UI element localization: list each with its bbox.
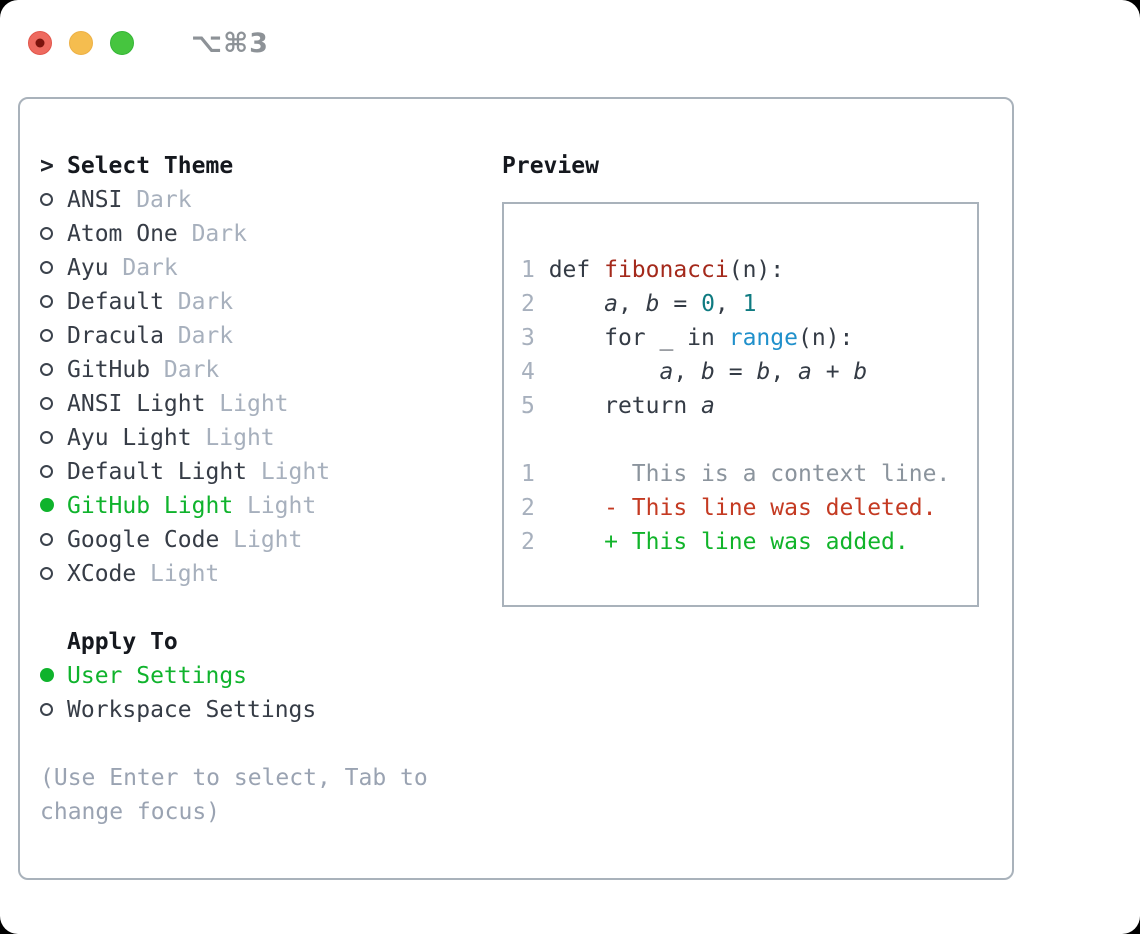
theme-option-ayu[interactable]: Ayu Dark bbox=[40, 251, 502, 285]
line-number: 2 bbox=[521, 291, 549, 317]
theme-name: Dracula bbox=[67, 323, 164, 349]
select-theme-header: > Select Theme bbox=[40, 149, 502, 183]
theme-name: ANSI Light bbox=[67, 391, 206, 417]
theme-variant-tag: Dark bbox=[163, 357, 220, 383]
line-number: 1 bbox=[521, 257, 549, 283]
radio-icon bbox=[40, 397, 53, 410]
close-button[interactable] bbox=[28, 31, 52, 55]
apply-option-user-settings[interactable]: User Settings bbox=[40, 659, 502, 693]
theme-option-default[interactable]: Default Dark bbox=[40, 285, 502, 319]
radio-icon bbox=[40, 567, 53, 580]
window-shortcut-label: ⌥⌘3 bbox=[191, 27, 269, 59]
theme-variant-tag: Dark bbox=[191, 221, 247, 247]
theme-option-ansi-light[interactable]: ANSI Light Light bbox=[40, 387, 502, 421]
theme-name: GitHub Light bbox=[67, 493, 234, 519]
theme-option-google-code[interactable]: Google Code Light bbox=[40, 523, 502, 557]
apply-option-label: User Settings bbox=[67, 663, 248, 689]
keyboard-hint: (Use Enter to select, Tab to change focu… bbox=[40, 765, 428, 825]
preview-title: Preview bbox=[502, 153, 599, 179]
select-theme-title: Select Theme bbox=[67, 153, 234, 179]
theme-name: Default bbox=[67, 289, 164, 315]
theme-variant-tag: Light bbox=[150, 561, 220, 587]
code-line: 2 a, b = 0, 1 bbox=[521, 291, 757, 317]
radio-icon bbox=[40, 193, 53, 206]
theme-option-ansi[interactable]: ANSI Dark bbox=[40, 183, 502, 217]
theme-variant-tag: Light bbox=[246, 493, 317, 519]
theme-name: XCode bbox=[67, 561, 137, 587]
radio-icon bbox=[40, 533, 53, 546]
theme-variant-tag: Dark bbox=[136, 187, 192, 213]
apply-option-label: Workspace Settings bbox=[67, 697, 317, 723]
line-number: 3 bbox=[521, 325, 549, 351]
code-line: 1 This is a context line. bbox=[521, 461, 951, 487]
line-number: 2 bbox=[521, 529, 549, 555]
theme-variant-tag: Light bbox=[219, 391, 289, 417]
radio-icon bbox=[40, 329, 53, 342]
theme-option-xcode[interactable]: XCode Light bbox=[40, 557, 502, 591]
theme-variant-tag: Dark bbox=[177, 323, 234, 349]
theme-name: ANSI bbox=[67, 187, 123, 213]
theme-name: Ayu bbox=[67, 255, 109, 281]
prompt-caret-icon: > bbox=[40, 153, 54, 179]
radio-selected-icon bbox=[40, 498, 54, 512]
apply-to-title: Apply To bbox=[67, 629, 178, 655]
code-line: 2 + This line was added. bbox=[521, 529, 909, 555]
preview-header: Preview bbox=[502, 149, 994, 183]
code-line: 4 a, b = b, a + b bbox=[521, 359, 868, 385]
theme-variant-tag: Light bbox=[260, 459, 331, 485]
code-line: 3 for _ in range(n): bbox=[521, 325, 854, 351]
theme-option-github[interactable]: GitHub Dark bbox=[40, 353, 502, 387]
code-line: 2 - This line was deleted. bbox=[521, 495, 937, 521]
theme-variant-tag: Light bbox=[233, 527, 303, 553]
radio-icon bbox=[40, 703, 53, 716]
code-line: 5 return a bbox=[521, 393, 715, 419]
theme-name: Default Light bbox=[67, 459, 248, 485]
theme-option-default-light[interactable]: Default Light Light bbox=[40, 455, 502, 489]
theme-name: Google Code bbox=[67, 527, 220, 553]
code-preview: 1 def fibonacci(n): 2 a, b = 0, 1 3 for _ … bbox=[521, 253, 977, 559]
theme-variant-tag: Dark bbox=[122, 255, 178, 281]
theme-name: Atom One bbox=[67, 221, 178, 247]
code-line bbox=[521, 423, 977, 457]
theme-name: GitHub bbox=[67, 357, 151, 383]
titlebar: ⌥⌘3 bbox=[0, 0, 1140, 60]
line-number: 1 bbox=[521, 461, 549, 487]
minimize-button[interactable] bbox=[69, 31, 93, 55]
line-number: 4 bbox=[521, 359, 549, 385]
theme-name: Ayu Light bbox=[67, 425, 192, 451]
theme-variant-tag: Light bbox=[205, 425, 275, 451]
line-number: 2 bbox=[521, 495, 549, 521]
preview-column: Preview 1 def fibonacci(n): 2 a, b = 0, 1… bbox=[502, 149, 994, 878]
theme-option-ayu-light[interactable]: Ayu Light Light bbox=[40, 421, 502, 455]
preview-box: 1 def fibonacci(n): 2 a, b = 0, 1 3 for _ … bbox=[502, 202, 979, 607]
radio-icon bbox=[40, 295, 53, 308]
code-line: 1 def fibonacci(n): bbox=[521, 257, 785, 283]
apply-option-workspace-settings[interactable]: Workspace Settings bbox=[40, 693, 502, 727]
theme-option-atom-one[interactable]: Atom One Dark bbox=[40, 217, 502, 251]
theme-option-dracula[interactable]: Dracula Dark bbox=[40, 319, 502, 353]
radio-icon bbox=[40, 363, 53, 376]
radio-icon bbox=[40, 465, 53, 478]
theme-variant-tag: Dark bbox=[177, 289, 234, 315]
zoom-button[interactable] bbox=[110, 31, 134, 55]
radio-icon bbox=[40, 227, 53, 240]
apply-to-header: Apply To bbox=[40, 625, 502, 659]
line-number: 5 bbox=[521, 393, 549, 419]
radio-selected-icon bbox=[40, 668, 54, 682]
radio-icon bbox=[40, 431, 53, 444]
theme-option-github-light[interactable]: GitHub Light Light bbox=[40, 489, 502, 523]
radio-icon bbox=[40, 261, 53, 274]
